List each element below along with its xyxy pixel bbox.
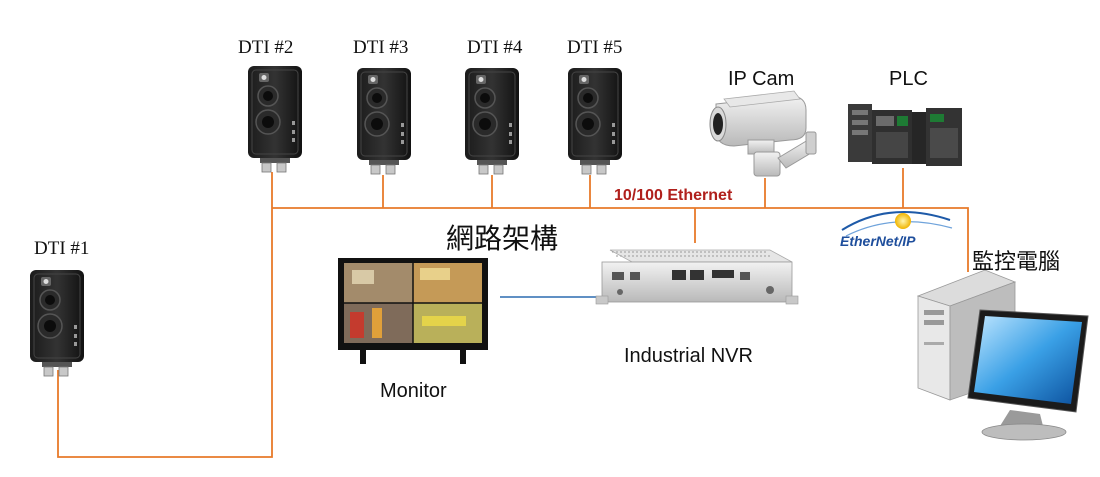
dti4-camera-icon <box>464 67 520 175</box>
ipcam-label: IP Cam <box>728 68 795 90</box>
ethernet-ip-logo-text: EtherNet/IP <box>840 233 916 249</box>
ethernet-bus <box>57 168 969 458</box>
dti3-camera-icon <box>356 67 412 175</box>
ethernet-label: 10/100 Ethernet <box>614 187 733 204</box>
nvr-label: Industrial NVR <box>624 345 753 367</box>
dti1-label: DTI #1 <box>34 238 90 259</box>
monitor-icon <box>338 258 488 364</box>
network-architecture-title: 網路架構 <box>446 222 559 255</box>
dti1-camera-icon <box>29 269 85 377</box>
ethernet-ip-logo-icon: EtherNet/IP <box>840 211 953 249</box>
dti5-camera-icon <box>567 67 623 175</box>
dti5-label: DTI #5 <box>567 37 623 58</box>
dti2-camera-icon <box>247 65 303 173</box>
dti1-link-line <box>57 172 273 458</box>
dti2-label: DTI #2 <box>238 37 294 58</box>
plc-label: PLC <box>889 68 928 90</box>
ip-camera-icon <box>709 90 817 177</box>
pc-label: 監控電腦 <box>972 250 1061 275</box>
dti4-label: DTI #4 <box>467 37 523 58</box>
monitoring-pc-icon <box>916 269 1089 441</box>
industrial-nvr-icon <box>595 249 799 305</box>
ethernet-trunk-line <box>272 207 969 272</box>
plc-icon <box>848 104 962 166</box>
dti3-label: DTI #3 <box>353 37 409 58</box>
monitor-label: Monitor <box>380 380 447 402</box>
